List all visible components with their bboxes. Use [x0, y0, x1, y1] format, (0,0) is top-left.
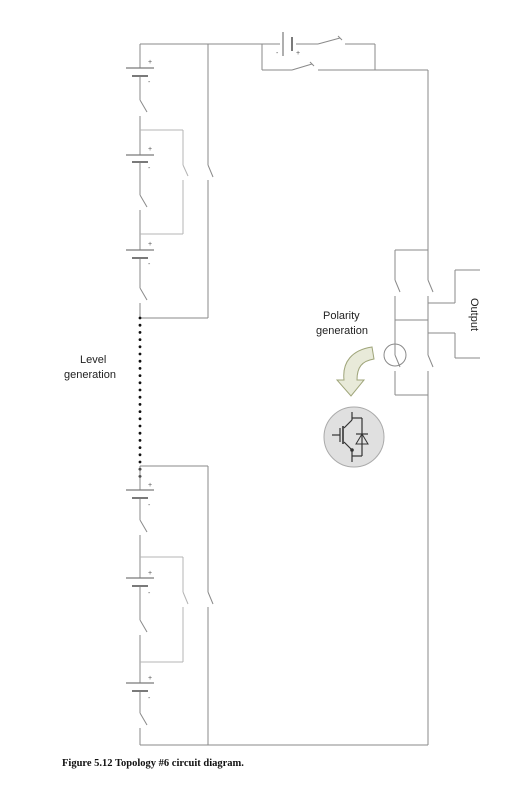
- continuation-dot: [138, 381, 142, 385]
- polarity-generation-label-line2: generation: [316, 325, 368, 337]
- svg-text:+: +: [148, 675, 152, 682]
- lower-bypass-loop: [140, 556, 189, 663]
- continuation-dot: [138, 323, 142, 327]
- output-label: Output: [468, 298, 480, 331]
- svg-text:-: -: [148, 261, 151, 268]
- figure-caption: Figure 5.12 Topology #6 circuit diagram.: [62, 758, 244, 769]
- continuation-dot: [138, 338, 142, 341]
- highlight-circle: [383, 343, 407, 367]
- lower-right-switch-branch: [140, 465, 214, 745]
- svg-text:-: -: [148, 79, 151, 86]
- level-generation-label-line2: generation: [64, 369, 116, 381]
- continuation-dot: [138, 410, 142, 413]
- lower-battery-cell-2: + -: [126, 570, 154, 597]
- top-battery-cell: - +: [276, 32, 300, 57]
- continuation-dot: [138, 359, 142, 363]
- svg-text:-: -: [148, 590, 151, 597]
- upper-battery-cell-3: + -: [126, 241, 154, 268]
- polarity-generation-label-line1: Polarity: [323, 310, 360, 322]
- svg-text:+: +: [148, 482, 152, 489]
- return-rail: [140, 70, 429, 746]
- continuation-dot: [138, 345, 142, 349]
- continuation-dot: [138, 446, 142, 449]
- continuation-dot: [138, 453, 142, 457]
- lower-battery-cell-3: + -: [126, 675, 154, 702]
- upper-bypass-loop: [140, 129, 189, 235]
- lower-battery-cell-1: + -: [126, 482, 154, 509]
- continuation-dot: [138, 460, 142, 464]
- minus-sign: -: [276, 50, 279, 57]
- continuation-dot: [138, 352, 142, 356]
- svg-text:-: -: [148, 165, 151, 172]
- curved-arrow-icon: [335, 346, 375, 397]
- upper-battery-cell-2: + -: [126, 146, 154, 172]
- dotted-continuation: [138, 316, 142, 478]
- lower-left-string: [139, 466, 148, 745]
- svg-text:-: -: [148, 695, 151, 702]
- upper-right-switch-branch: [140, 44, 214, 319]
- svg-text:+: +: [148, 570, 152, 577]
- h-bridge: [383, 249, 480, 396]
- top-rail: [140, 43, 428, 71]
- continuation-dot: [138, 424, 142, 428]
- svg-text:+: +: [148, 146, 152, 153]
- svg-text:-: -: [148, 502, 151, 509]
- continuation-dot: [138, 374, 142, 377]
- svg-text:+: +: [148, 241, 152, 248]
- continuation-dot: [138, 431, 142, 435]
- top-switch-upper: [317, 35, 343, 45]
- continuation-dot: [138, 403, 142, 406]
- continuation-dot: [138, 316, 142, 320]
- upper-left-string: [139, 44, 148, 318]
- upper-battery-cell-1: + -: [126, 59, 154, 86]
- svg-text:+: +: [148, 59, 152, 66]
- top-switch-lower: [291, 61, 315, 71]
- igbt-inset-icon: [323, 406, 385, 468]
- continuation-dot: [138, 388, 142, 392]
- level-generation-label-line1: Level: [80, 354, 106, 366]
- continuation-dot: [138, 331, 142, 334]
- continuation-dot: [138, 417, 142, 421]
- continuation-dot: [138, 439, 142, 442]
- continuation-dot: [138, 367, 142, 370]
- plus-sign: +: [296, 50, 300, 57]
- continuation-dot: [138, 395, 142, 399]
